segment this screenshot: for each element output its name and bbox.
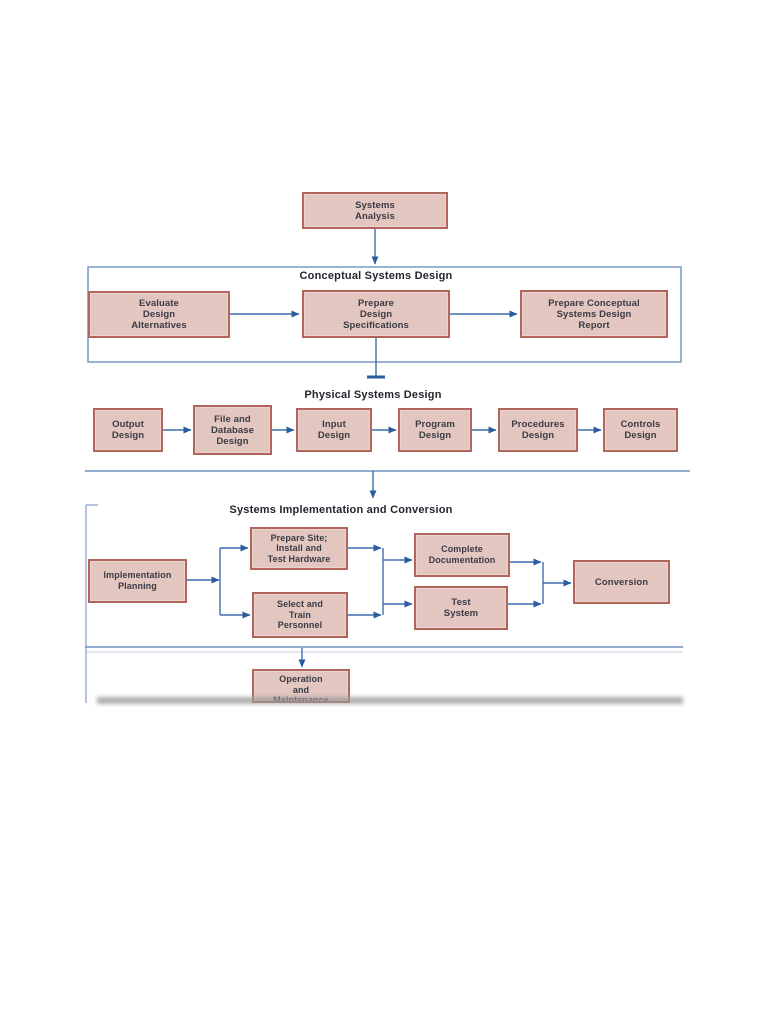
- node-select-train: Select and Train Personnel: [252, 592, 348, 638]
- node-implementation-planning-label: Implementation Planning: [103, 570, 172, 591]
- node-procedures-design: Procedures Design: [498, 408, 578, 452]
- implementation-section-title: Systems Implementation and Conversion: [229, 504, 453, 516]
- node-output-design: Output Design: [93, 408, 163, 452]
- node-conversion: Conversion: [573, 560, 670, 604]
- node-controls-design: Controls Design: [603, 408, 678, 452]
- node-test-system: Test System: [414, 586, 508, 630]
- node-systems-analysis-label: Systems Analysis: [355, 199, 395, 222]
- physical-section-title: Physical Systems Design: [304, 389, 442, 401]
- node-controls-design-label: Controls Design: [620, 419, 661, 441]
- node-input-design: Input Design: [296, 408, 372, 452]
- conceptual-section-title: Conceptual Systems Design: [299, 270, 453, 282]
- node-conversion-label: Conversion: [594, 576, 649, 588]
- scan-cut-edge-smudge: [97, 697, 683, 704]
- node-prepare-site-label: Prepare Site; Install and Test Hardware: [267, 532, 331, 564]
- node-complete-documentation: Complete Documentation: [414, 533, 510, 577]
- node-procedures-design-label: Procedures Design: [511, 419, 565, 441]
- node-evaluate-alternatives-label: Evaluate Design Alternatives: [131, 298, 187, 331]
- node-output-design-label: Output Design: [111, 419, 145, 441]
- node-program-design-label: Program Design: [415, 419, 455, 441]
- node-select-train-label: Select and Train Personnel: [276, 599, 324, 631]
- node-prepare-site: Prepare Site; Install and Test Hardware: [250, 527, 348, 570]
- node-file-database-design: File and Database Design: [193, 405, 272, 455]
- node-evaluate-alternatives: Evaluate Design Alternatives: [88, 291, 230, 338]
- node-prepare-specs: Prepare Design Specifications: [302, 290, 450, 338]
- node-complete-documentation-label: Complete Documentation: [428, 544, 496, 565]
- node-program-design: Program Design: [398, 408, 472, 452]
- node-conceptual-report-label: Prepare Conceptual Systems Design Report: [548, 297, 640, 331]
- node-systems-analysis: Systems Analysis: [302, 192, 448, 229]
- node-prepare-specs-label: Prepare Design Specifications: [343, 297, 409, 331]
- node-input-design-label: Input Design: [317, 419, 351, 441]
- node-file-database-design-label: File and Database Design: [210, 413, 255, 447]
- node-implementation-planning: Implementation Planning: [88, 559, 187, 603]
- node-test-system-label: Test System: [443, 597, 479, 619]
- node-conceptual-report: Prepare Conceptual Systems Design Report: [520, 290, 668, 338]
